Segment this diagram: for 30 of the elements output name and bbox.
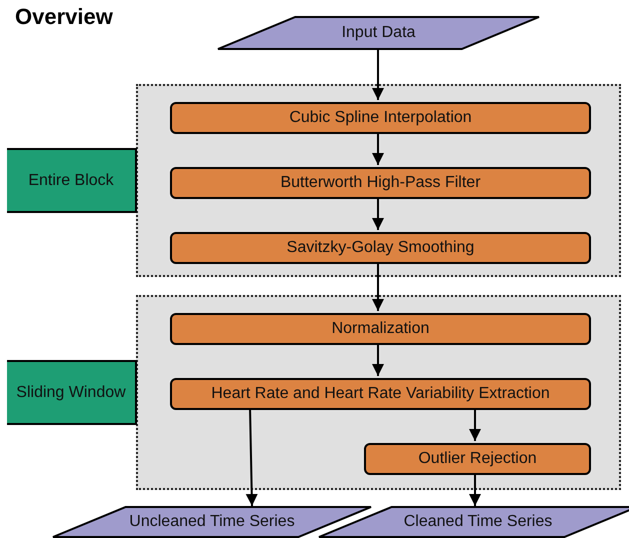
group-frame [136, 84, 621, 277]
process-box [170, 102, 591, 134]
process-box [170, 167, 591, 199]
node-label: Heart Rate and Heart Rate Variability Extraction [211, 385, 550, 403]
arrow [372, 50, 384, 100]
node-label: Input Data [342, 24, 416, 42]
group-frame [136, 295, 621, 490]
process-box [170, 232, 591, 264]
section-tab [7, 360, 137, 425]
node-label: Butterworth High-Pass Filter [280, 174, 481, 192]
section-tab [7, 148, 137, 213]
arrow [372, 197, 384, 230]
arrow [246, 408, 258, 506]
node-label: Entire Block [28, 172, 114, 190]
node-label: Uncleaned Time Series [129, 513, 295, 531]
node-label: Savitzky-Golay Smoothing [286, 239, 474, 257]
node-label: Cubic Spline Interpolation [289, 109, 472, 127]
node-label: Normalization [332, 320, 430, 338]
arrow [372, 262, 384, 311]
arrow [372, 343, 384, 376]
node-label: Sliding Window [16, 384, 126, 402]
arrow [469, 408, 481, 441]
node-label: Cleaned Time Series [404, 513, 552, 531]
node-label: Outlier Rejection [418, 450, 537, 468]
process-box [170, 378, 591, 410]
process-box [364, 443, 591, 475]
arrow [372, 132, 384, 165]
arrow [469, 473, 481, 506]
process-box [170, 313, 591, 345]
title: Overview [15, 4, 113, 30]
